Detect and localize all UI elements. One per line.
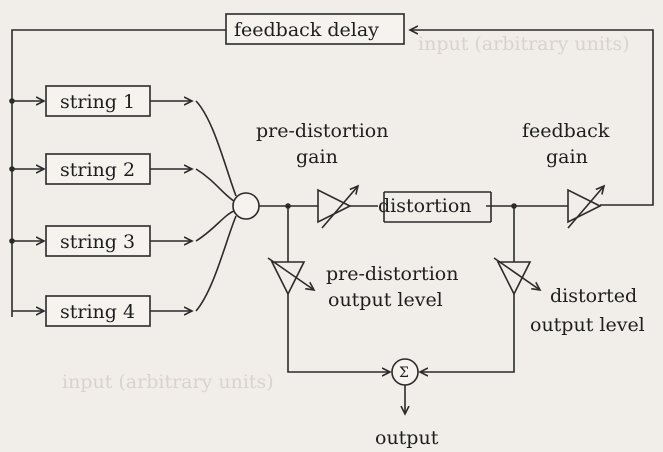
string-4-label: string 4 [60,301,135,323]
string-3-box [45,225,151,257]
feedback-delay-label: feedback delay [234,19,379,41]
feedback-return-line [410,30,654,206]
feedback-delay-box [225,13,405,45]
pre-distortion-output-label-line2: output level [328,289,443,311]
string-1-box [45,85,151,117]
feedback-gain-label-line1: feedback [522,120,610,142]
distorted-output-label-line2: output level [530,314,645,336]
feedback-to-input-bus [11,29,226,317]
pre-distortion-gain-amp [317,186,358,229]
sum-symbol: Σ [399,365,409,381]
pre-distortion-to-sum-line [287,294,390,372]
pre-distortion-gain-variable-arrow [321,186,358,229]
pre-distortion-gain-label-line2: gain [296,146,338,168]
feedback-gain-variable-arrow [567,186,604,229]
mix-curve-3 [195,210,235,242]
mixer-node [232,192,260,220]
background-text-top: input (arbitrary units) [418,33,630,55]
distorted-to-sum-line [420,294,515,372]
distortion-box-outline [383,191,492,223]
distorted-output-triangle [496,261,532,296]
string-2: string 2 [45,153,151,185]
feedback-gain-label-line2: gain [546,146,588,168]
input-bus [9,98,44,311]
pre-distortion-output-amp [267,206,390,372]
string-3: string 3 [45,225,151,257]
feedback-gain-triangle [567,188,602,224]
pre-distortion-output-label-line1: pre-distortion [326,263,458,285]
pre-distortion-output-triangle [270,261,306,296]
pre-distortion-gain-triangle [317,188,352,224]
mix-curve-4 [195,215,237,312]
mix-curve-2 [195,168,235,202]
string-2-label: string 2 [60,159,135,181]
distortion-label: distortion [378,195,472,217]
mixer-inputs [195,100,237,312]
distortion-block: distortion [378,191,492,223]
string-4: string 4 [45,295,151,327]
feedback-gain-amp [567,186,604,229]
mix-curve-1 [195,100,237,197]
pre-distortion-gain-label-line1: pre-distortion [256,120,388,142]
string-3-label: string 3 [60,231,135,253]
distorted-output-amp [420,206,540,372]
background-text-bottom: input (arbitrary units) [62,371,274,393]
distorted-output-label-line1: distorted [550,285,637,307]
output-label: output [375,427,439,449]
string-1-label: string 1 [60,91,135,113]
string-2-box [45,153,151,185]
pre-distortion-output-variable-arrow [267,257,314,290]
distorted-output-variable-arrow [493,257,540,290]
string-4-box [45,295,151,327]
string-1: string 1 [45,85,151,117]
